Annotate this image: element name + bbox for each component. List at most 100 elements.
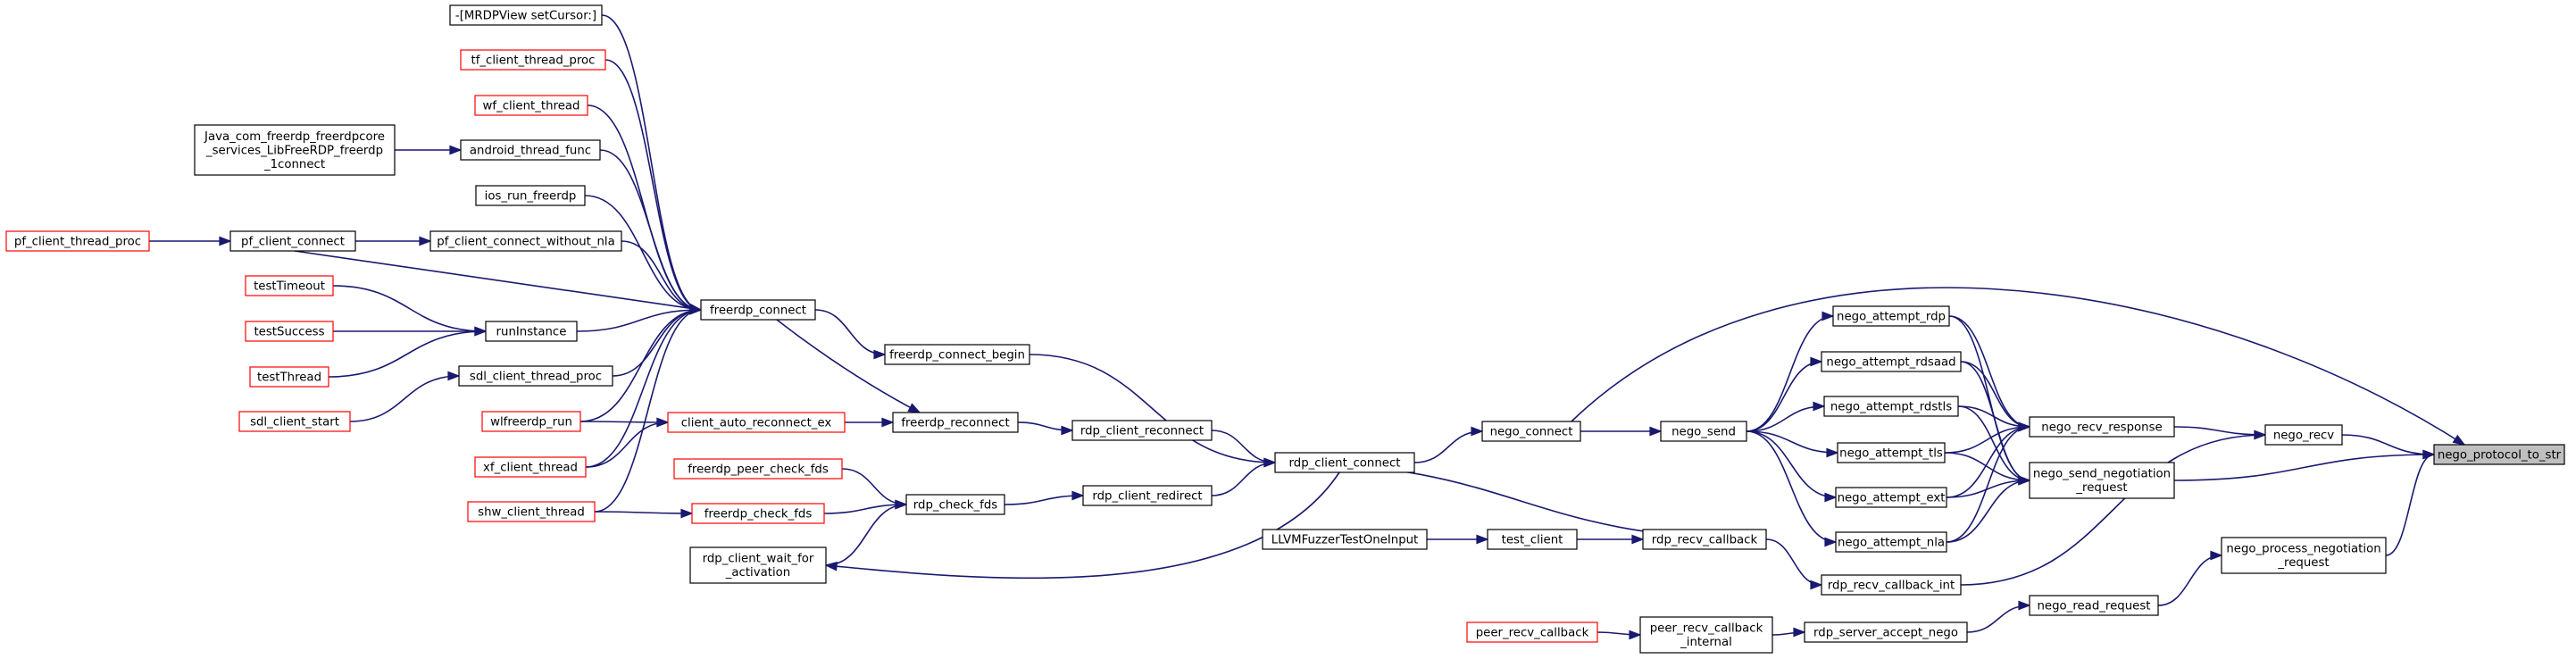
edge-arrowhead	[2210, 550, 2223, 561]
node-tf-client-thread-proc[interactable]: tf_client_thread_proc	[460, 49, 606, 71]
node-box	[1082, 485, 1213, 506]
edge-line	[1946, 426, 2030, 498]
nodes-layer: nego_protocol_to_str nego_recv nego_send_n…	[5, 4, 2565, 654]
edge-arrowhead	[907, 403, 921, 413]
node-rdp-client-wait-for-activation[interactable]: rdp_client_wait_for_activation	[689, 546, 827, 584]
node-android-thread-func[interactable]: android_thread_func	[460, 139, 601, 161]
node-label: nego_attempt_nla	[1838, 536, 1945, 549]
node-peer-recv-callback-internal[interactable]: peer_recv_callback_internal	[1639, 616, 1773, 654]
node-nego-recv-response[interactable]: nego_recv_response	[2029, 416, 2175, 438]
node-runInstance[interactable]: runInstance	[485, 321, 578, 342]
edge-LLVMFuzzerTestOneInput-to-test_client	[1427, 534, 1489, 545]
edge-arrowhead	[419, 236, 432, 246]
node-label: wf_client_thread	[483, 99, 580, 113]
edge-arrowhead	[1629, 630, 1642, 640]
node-freerdp-connect-begin[interactable]: freerdp_connect_begin	[884, 344, 1030, 365]
node-rdp-client-connect[interactable]: rdp_client_connect	[1274, 452, 1415, 473]
node-freerdp-connect[interactable]: freerdp_connect	[700, 299, 816, 321]
node-sdl-client-thread-proc[interactable]: sdl_client_thread_proc	[458, 365, 613, 387]
node-box	[673, 458, 843, 480]
node-rdp-client-redirect[interactable]: rdp_client_redirect	[1082, 485, 1213, 506]
node-label: rdp_server_accept_nego	[1813, 626, 1958, 639]
node-box	[458, 365, 613, 387]
node-label: nego_protocol_to_str	[2438, 448, 2562, 462]
node-label: testTimeout	[254, 279, 325, 293]
node-box	[1639, 616, 1773, 654]
edge-peer_recv_callback_internal-to-rdp_server_accept_nego	[1772, 627, 1806, 638]
node-pf-client-connect[interactable]: pf_client_connect	[229, 230, 356, 252]
node-nego-send-negotiation-request[interactable]: nego_send_negotiation_request	[2029, 462, 2175, 499]
node-nego-attempt-rdstls[interactable]: nego_attempt_rdstls	[1823, 396, 1959, 417]
edge-arrowhead	[680, 508, 694, 519]
node-nego-attempt-nla[interactable]: nego_attempt_nla	[1835, 531, 1947, 553]
node-box	[1642, 529, 1767, 550]
node-rdp-client-reconnect[interactable]: rdp_client_reconnect	[1071, 420, 1213, 441]
node-rdp-recv-callback[interactable]: rdp_recv_callback	[1642, 529, 1767, 550]
node-box	[1804, 621, 1968, 643]
node-shw-client-thread[interactable]: shw_client_thread	[467, 501, 596, 522]
node-box	[2029, 416, 2175, 438]
node-ios-run-freerdp[interactable]: ios_run_freerdp	[475, 185, 586, 206]
node-xf-client-thread[interactable]: xf_client_thread	[474, 456, 587, 478]
edge-nego_send-to-nego_attempt_nla	[1746, 430, 1838, 547]
node-rdp-server-accept-nego[interactable]: rdp_server_accept_nego	[1804, 621, 1968, 643]
node-freerdp-reconnect[interactable]: freerdp_reconnect	[892, 412, 1019, 433]
node-label: ios_run_freerdp	[485, 189, 577, 203]
node-peer-recv-callback[interactable]: peer_recv_callback	[1466, 621, 1598, 643]
node-nego-send[interactable]: nego_send	[1660, 421, 1747, 442]
edge-nego_send-to-nego_attempt_tls	[1746, 430, 1839, 458]
edge-rdp_server_accept_nego-to-nego_read_request	[1966, 600, 2031, 633]
node-label: rdp_client_wait_for	[703, 553, 814, 566]
node-test-client[interactable]: test_client	[1487, 529, 1578, 550]
node-sdl-client-start[interactable]: sdl_client_start	[238, 411, 351, 432]
node-label: test_client	[1502, 533, 1563, 546]
edge-line	[585, 421, 669, 468]
node-nego-attempt-rdsaad[interactable]: nego_attempt_rdsaad	[1821, 351, 1962, 372]
edge-arrowhead	[449, 145, 463, 155]
node-nego-attempt-rdp[interactable]: nego_attempt_rdp	[1832, 305, 1950, 327]
edge-line	[2173, 454, 2435, 481]
node-java-freerdp-connect[interactable]: Java_com_freerdp_freerdpcore_services_Li…	[194, 124, 396, 176]
node-nego-recv[interactable]: nego_recv	[2264, 424, 2343, 446]
edge-line	[584, 195, 702, 311]
node-label: -[MRDPView setCursor:]	[455, 9, 596, 22]
node-label: wlfreerdp_run	[490, 415, 572, 429]
node-testThread[interactable]: testThread	[249, 366, 329, 388]
node-client-auto-reconnect-ex[interactable]: client_auto_reconnect_ex	[667, 412, 846, 433]
node-nego-process-negotiation-request[interactable]: nego_process_negotiation_request	[2221, 537, 2387, 574]
node-box	[238, 411, 351, 432]
node-box	[2221, 537, 2387, 574]
node-freerdp-peer-check-fds[interactable]: freerdp_peer_check_fds	[673, 458, 843, 480]
edge-nego_connect-to-nego_send	[1580, 426, 1663, 437]
edge-java_freerdp_connect-to-android_thread_func	[395, 145, 463, 155]
node-MRDPView-setCursor[interactable]: -[MRDPView setCursor:]	[449, 4, 603, 26]
node-nego-connect[interactable]: nego_connect	[1481, 421, 1581, 442]
edge-arrowhead	[1824, 492, 1838, 503]
node-box	[449, 4, 603, 26]
node-LLVMFuzzerTestOneInput[interactable]: LLVMFuzzerTestOneInput	[1262, 529, 1428, 550]
node-testTimeout[interactable]: testTimeout	[245, 275, 334, 296]
edge-arrowhead	[656, 417, 670, 428]
node-rdp-check-fds[interactable]: rdp_check_fds	[905, 494, 1005, 515]
node-box	[1487, 529, 1578, 550]
edge-line	[579, 421, 669, 423]
node-freerdp-check-fds[interactable]: freerdp_check_fds	[691, 503, 825, 524]
node-box	[700, 299, 816, 321]
node-nego-attempt-ext[interactable]: nego_attempt_ext	[1835, 487, 1947, 508]
node-pf-client-thread-proc[interactable]: pf_client_thread_proc	[5, 230, 150, 252]
edge-rdp_client_redirect-to-rdp_client_connect	[1211, 457, 1277, 496]
node-box	[229, 230, 356, 252]
node-pf-client-connect-without-nla[interactable]: pf_client_connect_without_nla	[429, 230, 622, 252]
node-nego-attempt-tls[interactable]: nego_attempt_tls	[1837, 442, 1946, 463]
edge-arrowhead	[1071, 490, 1085, 501]
edge-line	[594, 309, 702, 513]
node-nego-read-request[interactable]: nego_read_request	[2029, 595, 2159, 616]
edge-arrowhead	[219, 236, 232, 246]
node-rdp-recv-callback-int[interactable]: rdp_recv_callback_int	[1821, 574, 1962, 596]
node-label: pf_client_thread_proc	[14, 235, 141, 248]
node-box	[892, 412, 1019, 433]
node-testSuccess[interactable]: testSuccess	[245, 321, 334, 342]
node-wlfreerdp-run[interactable]: wlfreerdp_run	[481, 411, 581, 432]
node-wf-client-thread[interactable]: wf_client_thread	[474, 95, 588, 116]
edge-arrowhead	[2018, 421, 2031, 432]
